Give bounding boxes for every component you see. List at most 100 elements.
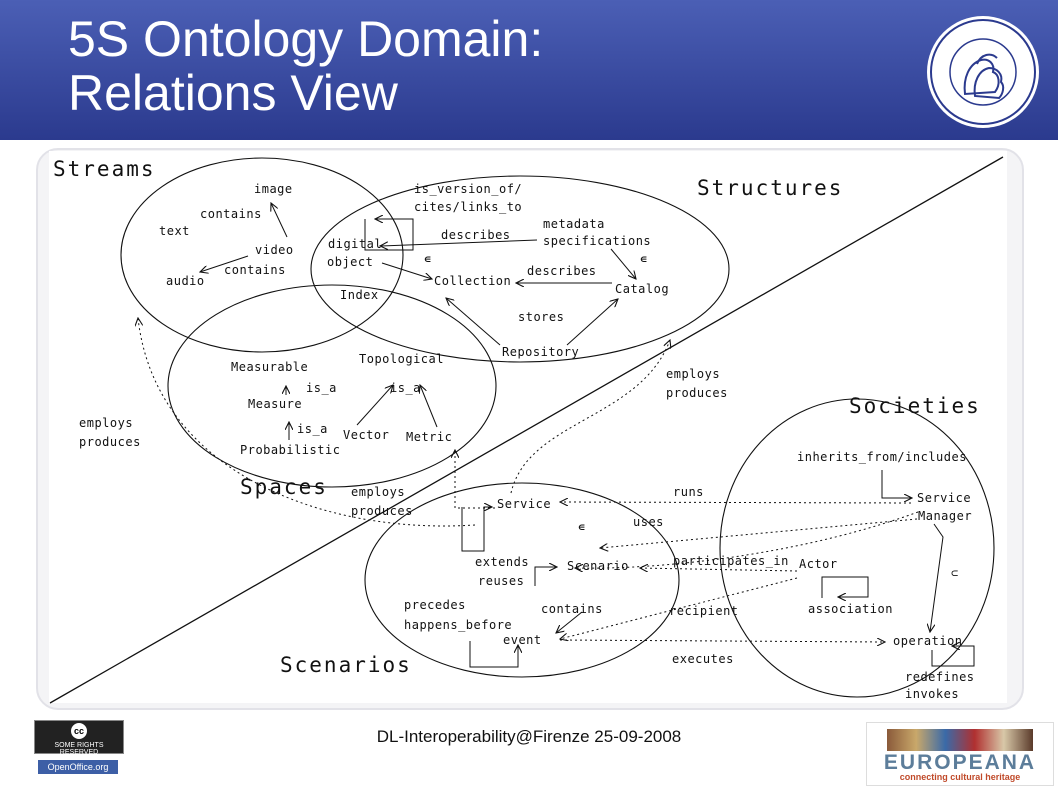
rel-contains-image: contains (200, 207, 262, 221)
rel-stores: stores (518, 310, 564, 324)
rel-precedes-line-1: precedes (404, 598, 466, 612)
node-text: text (159, 224, 190, 238)
rel-employs-spaces-line-2: produces (351, 504, 413, 518)
societies-ellipse (719, 398, 995, 698)
area-streams: Streams (53, 157, 156, 181)
rel-precedes-line-2: happens_before (404, 618, 512, 632)
area-structures: Structures (697, 176, 843, 200)
rel-describes-collection: describes (527, 264, 597, 278)
rel-executes: executes (672, 652, 734, 666)
node-service-manager-line-2: Manager (918, 509, 972, 523)
rel-inherits: inherits_from/includes (797, 450, 967, 464)
scenarios-ellipse (364, 482, 680, 678)
node-scenario: Scenario (567, 559, 629, 573)
node-service: Service (497, 497, 551, 511)
node-collection: Collection (434, 274, 511, 288)
cc-label: SOME RIGHTS RESERVED (54, 742, 104, 756)
node-digital-object-line-2: object (327, 255, 373, 269)
node-actor: Actor (799, 557, 838, 571)
node-vector: Vector (343, 428, 389, 442)
manager-operation-arrow (930, 523, 944, 632)
video-audio-arrow (200, 255, 249, 272)
node-measure: Measure (248, 397, 302, 411)
footer-text: DL-Interoperability@Firenze 25-09-2008 (376, 727, 682, 746)
rel-employs-streams-line-2: produces (79, 435, 141, 449)
inherits-loop (881, 470, 912, 498)
rel-is-version-of-line-2: cites/links_to (414, 200, 522, 214)
rel-redefines-line-1: redefines (905, 670, 975, 684)
node-event: event (503, 633, 542, 647)
rel-employs-structures-line-1: employs (666, 367, 720, 381)
executes-arrow (559, 640, 885, 642)
rel-is-a-measure: is_a (306, 381, 337, 395)
node-repository: Repository (502, 345, 579, 359)
metadata-catalog-arrow (610, 248, 636, 279)
redefines-loop (931, 646, 975, 667)
node-topological: Topological (359, 352, 444, 366)
rel-is-a-topological: is_a (390, 381, 421, 395)
rel-extends-line-2: reuses (478, 574, 524, 588)
describes-digital-arrow (380, 239, 538, 246)
rel-employs-spaces-line-1: employs (351, 485, 405, 499)
node-metric: Metric (406, 430, 452, 444)
rel-is-a-probabilistic: is_a (297, 422, 328, 436)
rel-runs: runs (673, 485, 704, 499)
rel-employs-streams-line-1: employs (79, 416, 133, 430)
rel-association: association (808, 602, 893, 616)
node-probabilistic: Probabilistic (240, 443, 340, 457)
runs-arrow (560, 502, 912, 503)
stores-catalog-arrow (566, 299, 618, 346)
uses-arrow (600, 518, 918, 548)
node-catalog: Catalog (615, 282, 669, 296)
scenario-event-arrow (556, 611, 583, 633)
structures-ellipse (310, 175, 730, 363)
node-digital-object-line-1: digital (328, 237, 382, 251)
service-self-loop (461, 507, 492, 552)
video-image-arrow (271, 203, 288, 238)
rel-element-of-collection: ∊ (424, 252, 432, 266)
rel-redefines-line-2: invokes (905, 687, 959, 701)
creative-commons-badge[interactable]: cc SOME RIGHTS RESERVED (34, 720, 124, 756)
europeana-logo[interactable]: EUROPEANA connecting cultural heritage (866, 722, 1054, 786)
node-image: image (254, 182, 293, 196)
node-video: video (255, 243, 294, 257)
openoffice-badge[interactable]: OpenOffice.org (38, 760, 118, 774)
actor-association-loop (821, 576, 869, 598)
europeana-tagline: connecting cultural heritage (899, 772, 1021, 782)
node-measurable: Measurable (231, 360, 308, 374)
vector-topological-arrow (356, 385, 393, 426)
rel-is-version-of-line-1: is_version_of/ (414, 182, 522, 196)
employs-structures-arrow (510, 340, 670, 494)
diagonal-divider (49, 156, 1004, 704)
recipient-arrow (560, 577, 798, 639)
area-spaces: Spaces (240, 475, 328, 499)
area-scenarios: Scenarios (280, 653, 412, 677)
rel-contains-event: contains (541, 602, 603, 616)
node-metadata-line-1: metadata (543, 217, 605, 231)
metric-topological-arrow (420, 385, 438, 428)
rel-extends-line-1: extends (475, 555, 529, 569)
rel-element-of-service: ∊ (578, 520, 586, 534)
stores-collection-arrow (446, 298, 501, 346)
rel-element-of-catalog: ∊ (640, 252, 648, 266)
node-index: Index (340, 288, 379, 302)
rel-contains-audio: contains (224, 263, 286, 277)
event-self-loop (469, 641, 518, 668)
slide-title-line-1: 5S Ontology Domain: (68, 11, 544, 67)
streams-ellipse (120, 157, 404, 353)
scenario-self-loop (534, 567, 557, 586)
node-metadata-line-2: specifications (543, 234, 651, 248)
node-service-manager-line-1: Service (917, 491, 971, 505)
node-operation: operation (893, 634, 963, 648)
rel-employs-structures-line-2: produces (666, 386, 728, 400)
rel-subset: ⊂ (951, 566, 959, 580)
area-societies: Societies (849, 394, 981, 418)
university-seal (927, 16, 1039, 128)
rel-describes-digital: describes (441, 228, 511, 242)
title-bar: 5S Ontology Domain: Relations View (0, 0, 1058, 140)
rel-recipient: recipient (669, 604, 739, 618)
europeana-image-strip (887, 729, 1033, 751)
rel-participates-in: participates_in (673, 554, 789, 568)
slide-title-line-2: Relations View (68, 65, 398, 121)
